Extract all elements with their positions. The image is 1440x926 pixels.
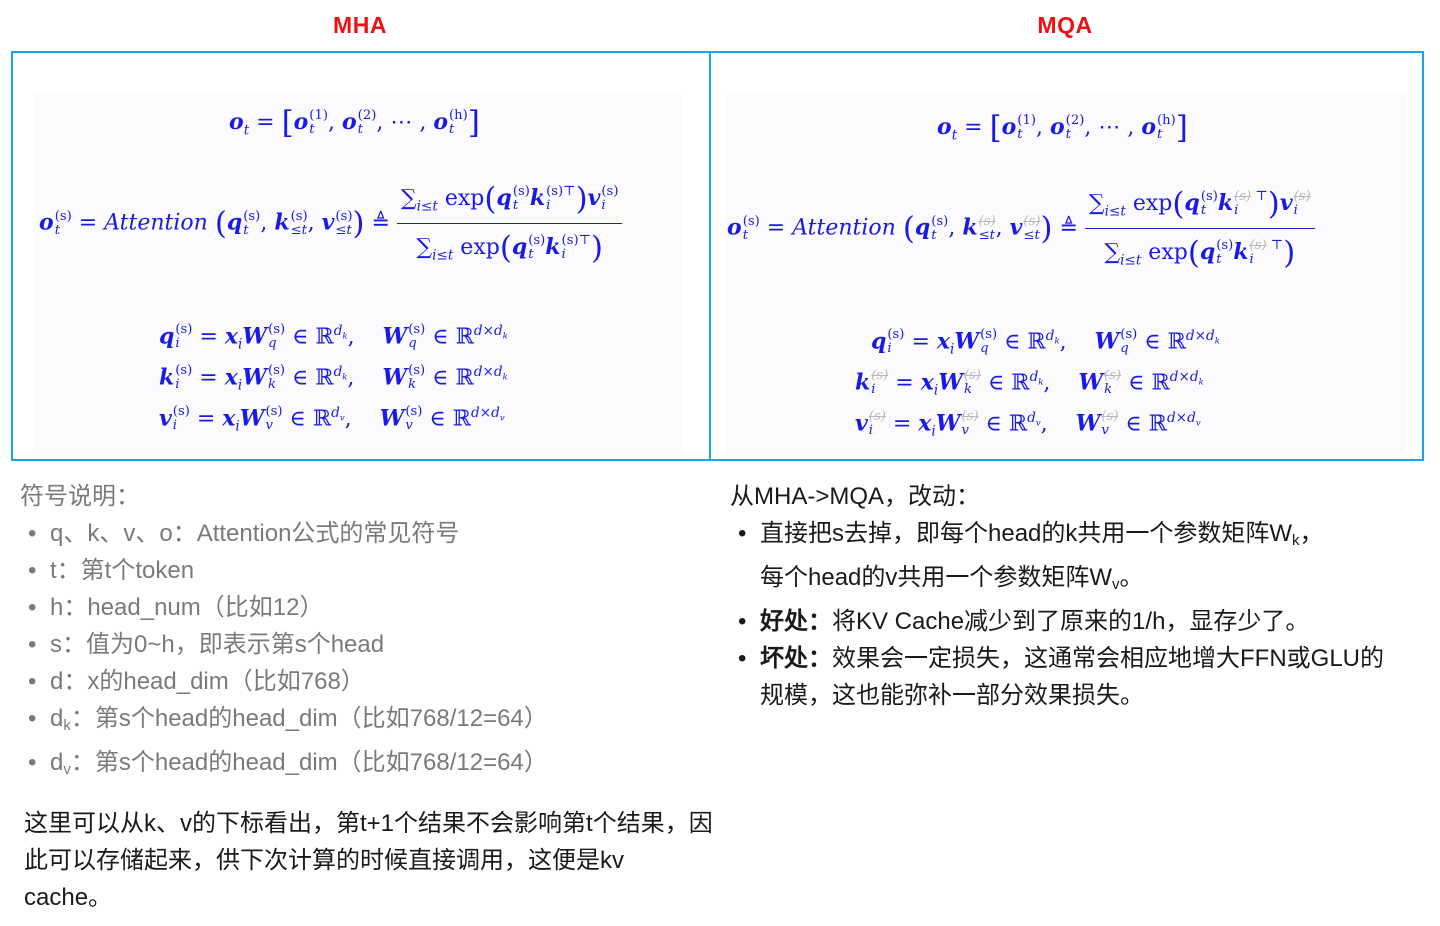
wv-subscript: v	[1112, 576, 1120, 593]
mqa-changes-heading: 从MHA->MQA，改动：	[730, 483, 981, 510]
kv-cache-explanation: 这里可以从k、v的下标看出，第t+1个结果不会影响第t个结果，因此可以存储起来，…	[24, 810, 713, 911]
mqa-changes-notes: 从MHA->MQA，改动： 直接把s去掉，即每个head的k共用一个参数矩阵Wk…	[730, 478, 1390, 714]
list-item: dv：第s个head的head_dim（比如768/12=64）	[20, 744, 700, 788]
pros-text: 将KV Cache减少到了原来的1/h，显存少了。	[832, 608, 1310, 635]
mha-concat-formula: ot = [o(1)t, o(2)t, ⋯ , o(h)t]	[229, 105, 480, 141]
mha-projection-q: q(s)i = xiW(s)q ∈ ℝdk, W(s)q ∈ ℝd×dk	[159, 322, 508, 353]
list-item: 好处：将KV Cache减少到了原来的1/h，显存少了。	[730, 603, 1390, 640]
mqa-concat-formula: ot = [o(1)t, o(2)t, ⋯ , o(h)t]	[937, 110, 1188, 146]
wk-subscript: k	[1292, 532, 1300, 549]
change-text-2: 每个head的v共用一个参数矩阵W	[760, 564, 1113, 591]
list-item: s：值为0~h，即表示第s个head	[20, 626, 700, 663]
mqa-projection-q: q(s)i = xiW(s)q ∈ ℝdk, W(s)q ∈ ℝd×dk	[871, 327, 1220, 358]
cons-label: 坏处：	[760, 645, 832, 672]
list-item: 直接把s去掉，即每个head的k共用一个参数矩阵Wk， 每个head的v共用一个…	[730, 515, 1390, 603]
dv-desc: ：第s个head的head_dim（比如768/12=64）	[70, 749, 548, 776]
mqa-attention-formula: o(s)t = Attention (q(s)t, k(s)≤t, v(s)≤t…	[727, 186, 1315, 271]
punct: 。	[1119, 564, 1144, 591]
cons-text: 效果会一定损失，这通常会相应地增大FFN或GLU的规模，这也能弥补一部分效果损失…	[760, 645, 1384, 709]
list-item: d：x的head_dim（比如768）	[20, 663, 700, 700]
mqa-projection-k: k(s)i = xiW(s)k ∈ ℝdk, W(s)k ∈ ℝd×dk	[855, 368, 1204, 399]
symbol-notes-heading: 符号说明：	[20, 483, 140, 510]
list-item: q、k、v、o：Attention公式的常见符号	[20, 515, 700, 552]
mha-formula-cell: ot = [o(1)t, o(2)t, ⋯ , o(h)t] o(s)t = A…	[13, 53, 711, 459]
formula-comparison-table: ot = [o(1)t, o(2)t, ⋯ , o(h)t] o(s)t = A…	[11, 51, 1424, 461]
mqa-changes-list: 直接把s去掉，即每个head的k共用一个参数矩阵Wk， 每个head的v共用一个…	[730, 515, 1390, 714]
mha-projection-v: v(s)i = xiW(s)v ∈ ℝdv, W(s)v ∈ ℝd×dv	[159, 404, 505, 435]
mha-title: MHA	[333, 12, 387, 38]
mqa-formula-cell: ot = [o(1)t, o(2)t, ⋯ , o(h)t] o(s)t = A…	[711, 53, 1422, 459]
mha-attention-formula: o(s)t = Attention (q(s)t, k(s)≤t, v(s)≤t…	[39, 181, 623, 266]
mqa-title: MQA	[1037, 12, 1093, 38]
list-item: h：head_num（比如12）	[20, 589, 700, 626]
list-item: dk：第s个head的head_dim（比如768/12=64）	[20, 700, 700, 744]
pros-label: 好处：	[760, 608, 832, 635]
symbol-notes: 符号说明： q、k、v、o：Attention公式的常见符号 t：第t个toke…	[20, 478, 700, 788]
punct: ，	[1299, 520, 1324, 547]
list-item: 坏处：效果会一定损失，这通常会相应地增大FFN或GLU的规模，这也能弥补一部分效…	[730, 640, 1390, 714]
dk-desc: ：第s个head的head_dim（比如768/12=64）	[70, 705, 548, 732]
change-text-1: 直接把s去掉，即每个head的k共用一个参数矩阵W	[760, 520, 1293, 547]
mha-projection-k: k(s)i = xiW(s)k ∈ ℝdk, W(s)k ∈ ℝd×dk	[159, 363, 508, 394]
symbol-notes-list: q、k、v、o：Attention公式的常见符号 t：第t个token h：he…	[20, 515, 700, 788]
mqa-projection-v: v(s)i = xiW(s)v ∈ ℝdv, W(s)v ∈ ℝd×dv	[855, 409, 1201, 440]
list-item: t：第t个token	[20, 552, 700, 589]
